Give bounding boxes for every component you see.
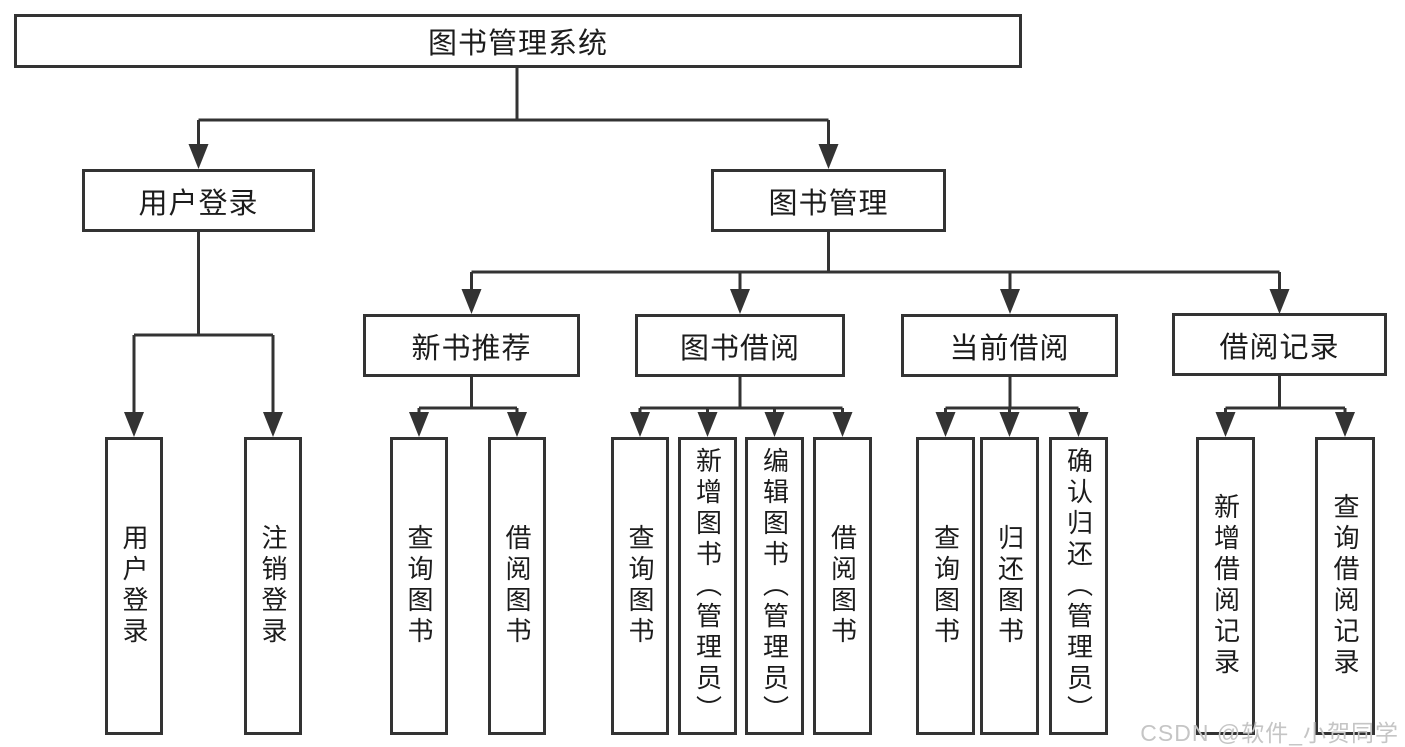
node-label: 编辑图书（管理员） (759, 446, 790, 726)
leaf-query-books-current: 查询图书 (916, 437, 975, 735)
leaf-borrow-books-recommend: 借阅图书 (488, 437, 546, 735)
leaf-add-borrow-record: 新增借阅记录 (1196, 437, 1255, 735)
node-label: 借阅图书 (827, 524, 858, 648)
node-label: 图书管理系统 (427, 28, 608, 60)
node-label: 新增借阅记录 (1210, 493, 1241, 679)
node-label: 图书管理 (768, 187, 889, 220)
arrowheads (124, 144, 1355, 437)
node-label: 注销登录 (258, 524, 288, 648)
leaf-logout: 注销登录 (244, 437, 302, 735)
node-user-login: 用户登录 (82, 169, 315, 232)
node-book-borrow: 图书借阅 (635, 314, 845, 377)
node-label: 借阅记录 (1219, 331, 1340, 364)
leaf-query-borrow-record: 查询借阅记录 (1315, 437, 1375, 735)
node-label: 归还图书 (994, 524, 1025, 648)
leaf-add-book-admin: 新增图书（管理员） (678, 437, 737, 735)
node-book-management: 图书管理 (711, 169, 946, 232)
leaf-edit-book-admin: 编辑图书（管理员） (745, 437, 804, 735)
node-label: 用户登录 (138, 187, 259, 220)
leaf-return-book: 归还图书 (980, 437, 1039, 735)
connector-segments (132, 68, 1347, 414)
node-label: 借阅图书 (502, 524, 532, 648)
node-current-borrow: 当前借阅 (901, 314, 1118, 377)
node-library-management-system: 图书管理系统 (14, 14, 1022, 68)
leaf-user-login: 用户登录 (105, 437, 163, 735)
node-label: 查询借阅记录 (1330, 493, 1360, 679)
leaf-query-books-borrow: 查询图书 (611, 437, 669, 735)
leaf-borrow-books: 借阅图书 (813, 437, 872, 735)
leaf-confirm-return-admin: 确认归还（管理员） (1049, 437, 1108, 735)
node-label: 新书推荐 (411, 332, 532, 365)
node-label: 查询图书 (625, 524, 655, 648)
node-label: 当前借阅 (949, 332, 1070, 365)
node-borrow-records: 借阅记录 (1172, 313, 1387, 376)
node-label: 确认归还（管理员） (1063, 446, 1094, 726)
csdn-watermark: CSDN @软件_小贺同学 (1140, 720, 1399, 746)
node-new-book-recommend: 新书推荐 (363, 314, 580, 377)
node-label: 用户登录 (119, 524, 149, 648)
node-label: 新增图书（管理员） (692, 446, 723, 726)
node-label: 查询图书 (404, 524, 434, 648)
leaf-query-books-recommend: 查询图书 (390, 437, 448, 735)
node-label: 查询图书 (930, 524, 961, 648)
node-label: 图书借阅 (679, 332, 800, 365)
